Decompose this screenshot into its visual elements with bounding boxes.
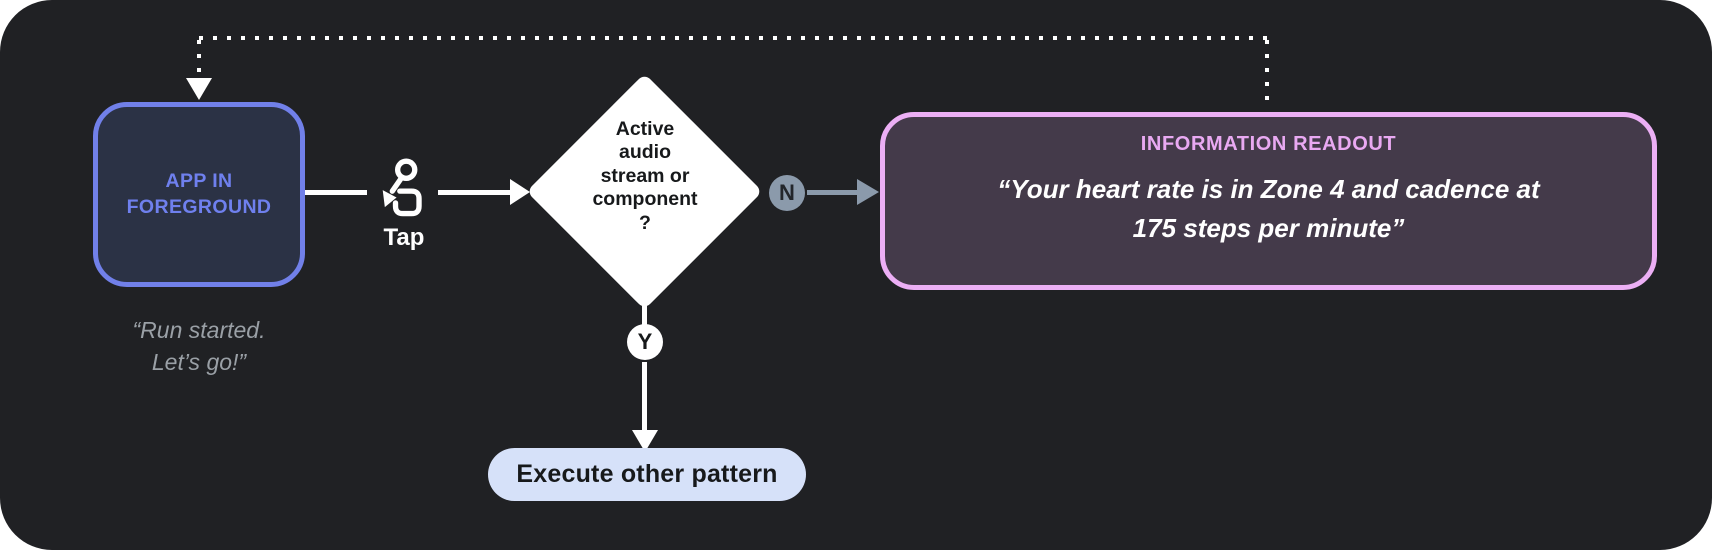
connector-yes-to-action (642, 362, 647, 432)
tap-gesture-label: Tap (383, 224, 425, 251)
app-start-voice-quote: “Run started. Let’s go!” (132, 317, 266, 376)
feedback-loop-left-segment (197, 40, 201, 80)
touch-app-icon (382, 158, 422, 217)
decision-label: Active audio stream or component ? (592, 118, 698, 234)
information-readout-node: INFORMATION READOUT “Your heart rate is … (880, 112, 1657, 290)
app-in-foreground-label: APP IN FOREGROUND (126, 169, 272, 218)
execute-other-pattern-node: Execute other pattern (488, 448, 806, 501)
connector-yes-arrowhead-icon (632, 430, 658, 452)
connector-decision-to-yes (642, 304, 647, 326)
execute-other-pattern-label: Execute other pattern (516, 460, 778, 488)
app-in-foreground-node: APP IN FOREGROUND (93, 102, 305, 287)
information-readout-quote: “Your heart rate is in Zone 4 and cadenc… (997, 174, 1540, 243)
branch-no-letter: N (779, 180, 795, 205)
feedback-loop-arrowhead-icon (186, 78, 212, 100)
feedback-loop-top-segment (199, 36, 1269, 40)
connector-tap-arrowhead-icon (510, 179, 530, 205)
branch-yes-letter: Y (637, 329, 653, 354)
touch-arrow-tip (382, 190, 397, 208)
information-readout-title: INFORMATION READOUT (1140, 133, 1397, 155)
connector-no-to-readout (807, 190, 859, 195)
connector-tap-to-decision (438, 190, 512, 195)
connector-app-to-tap (305, 190, 367, 195)
connector-no-arrowhead-icon (857, 179, 879, 205)
branch-no-badge: N (769, 175, 805, 211)
feedback-loop-right-segment (1265, 40, 1269, 110)
branch-yes-badge: Y (627, 324, 663, 360)
